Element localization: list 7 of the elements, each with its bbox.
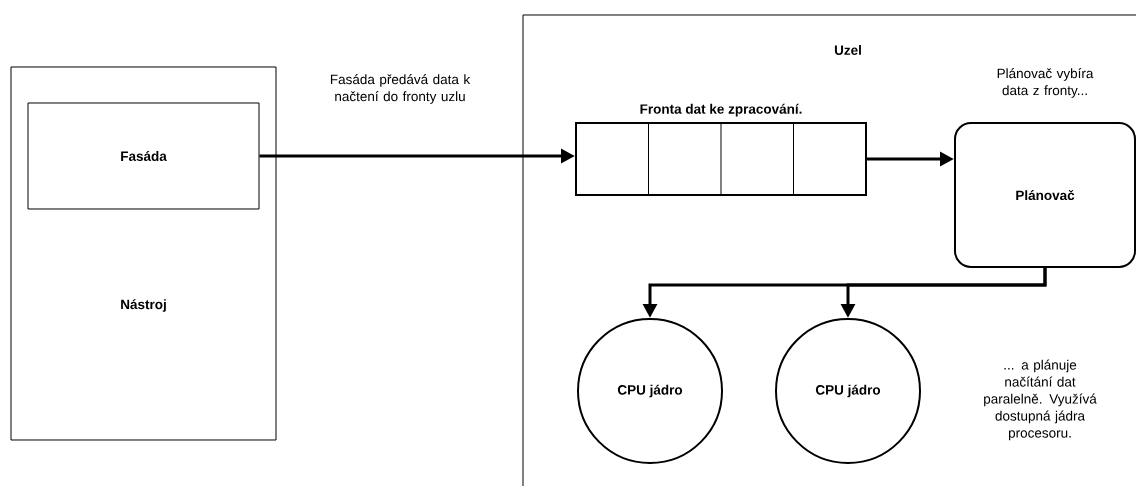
note-text: ... a plánuje načítání dat paralelně. Využívá dostupná jádra procesoru.	[984, 359, 1097, 441]
queue-box: Fronta dat ke zpracování.	[575, 103, 867, 196]
note-text: Plánovač vybíra data z fronty...	[997, 68, 1094, 98]
node-label: Fronta dat ke zpracování.	[640, 103, 802, 117]
scheduler-box: Plánovač	[954, 122, 1136, 268]
facade-box: Fasáda	[27, 102, 260, 210]
edge-label: Fasáda předává data k načtení do fronty uzlu	[330, 74, 471, 104]
